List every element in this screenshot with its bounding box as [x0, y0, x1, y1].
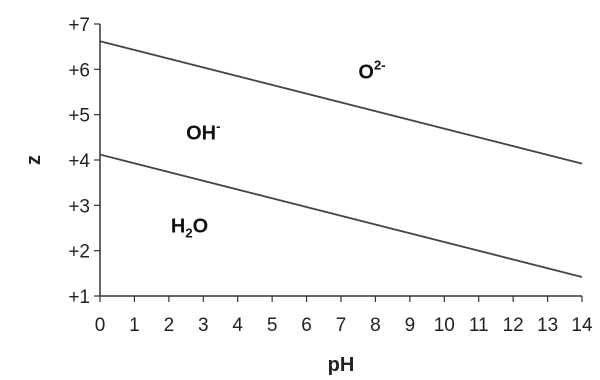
x-tick-label: 9	[405, 315, 416, 336]
x-tick-label: 7	[336, 315, 347, 336]
region-label-1: O2-	[358, 57, 385, 83]
x-tick-label: 3	[198, 315, 209, 336]
y-axis-title: z	[23, 155, 45, 165]
x-tick-label: 0	[95, 315, 106, 336]
region-labels: O2- OH- H2O	[171, 57, 386, 240]
y-axis-ticks: +1 +2 +3 +4 +5 +6 +7	[68, 15, 100, 308]
x-tick-label: 5	[267, 315, 278, 336]
axes	[99, 24, 582, 297]
series-line-2	[99, 153, 583, 278]
y-tick-label: +5	[68, 106, 90, 127]
x-tick-label: 14	[571, 315, 593, 336]
region-label-2: OH-	[186, 119, 220, 145]
x-axis-title: pH	[328, 354, 355, 376]
y-tick-label: +1	[68, 287, 90, 308]
x-tick-label: 6	[301, 315, 312, 336]
region-label-3: H2O	[171, 216, 208, 241]
x-tick-label: 10	[434, 315, 455, 336]
x-tick-label: 4	[232, 315, 243, 336]
x-tick-label: 8	[370, 315, 381, 336]
x-tick-label: 1	[129, 315, 140, 336]
x-tick-label: 11	[469, 315, 489, 336]
y-tick-label: +3	[68, 196, 90, 217]
x-tick-label: 12	[503, 315, 524, 336]
x-tick-label: 2	[164, 315, 175, 336]
y-tick-label: +2	[68, 242, 90, 263]
x-tick-label: 13	[537, 315, 558, 336]
y-tick-label: +4	[68, 151, 90, 172]
series-line-1	[99, 40, 583, 165]
series-group	[99, 40, 583, 278]
y-tick-label: +7	[68, 15, 90, 36]
y-tick-label: +6	[68, 60, 90, 81]
